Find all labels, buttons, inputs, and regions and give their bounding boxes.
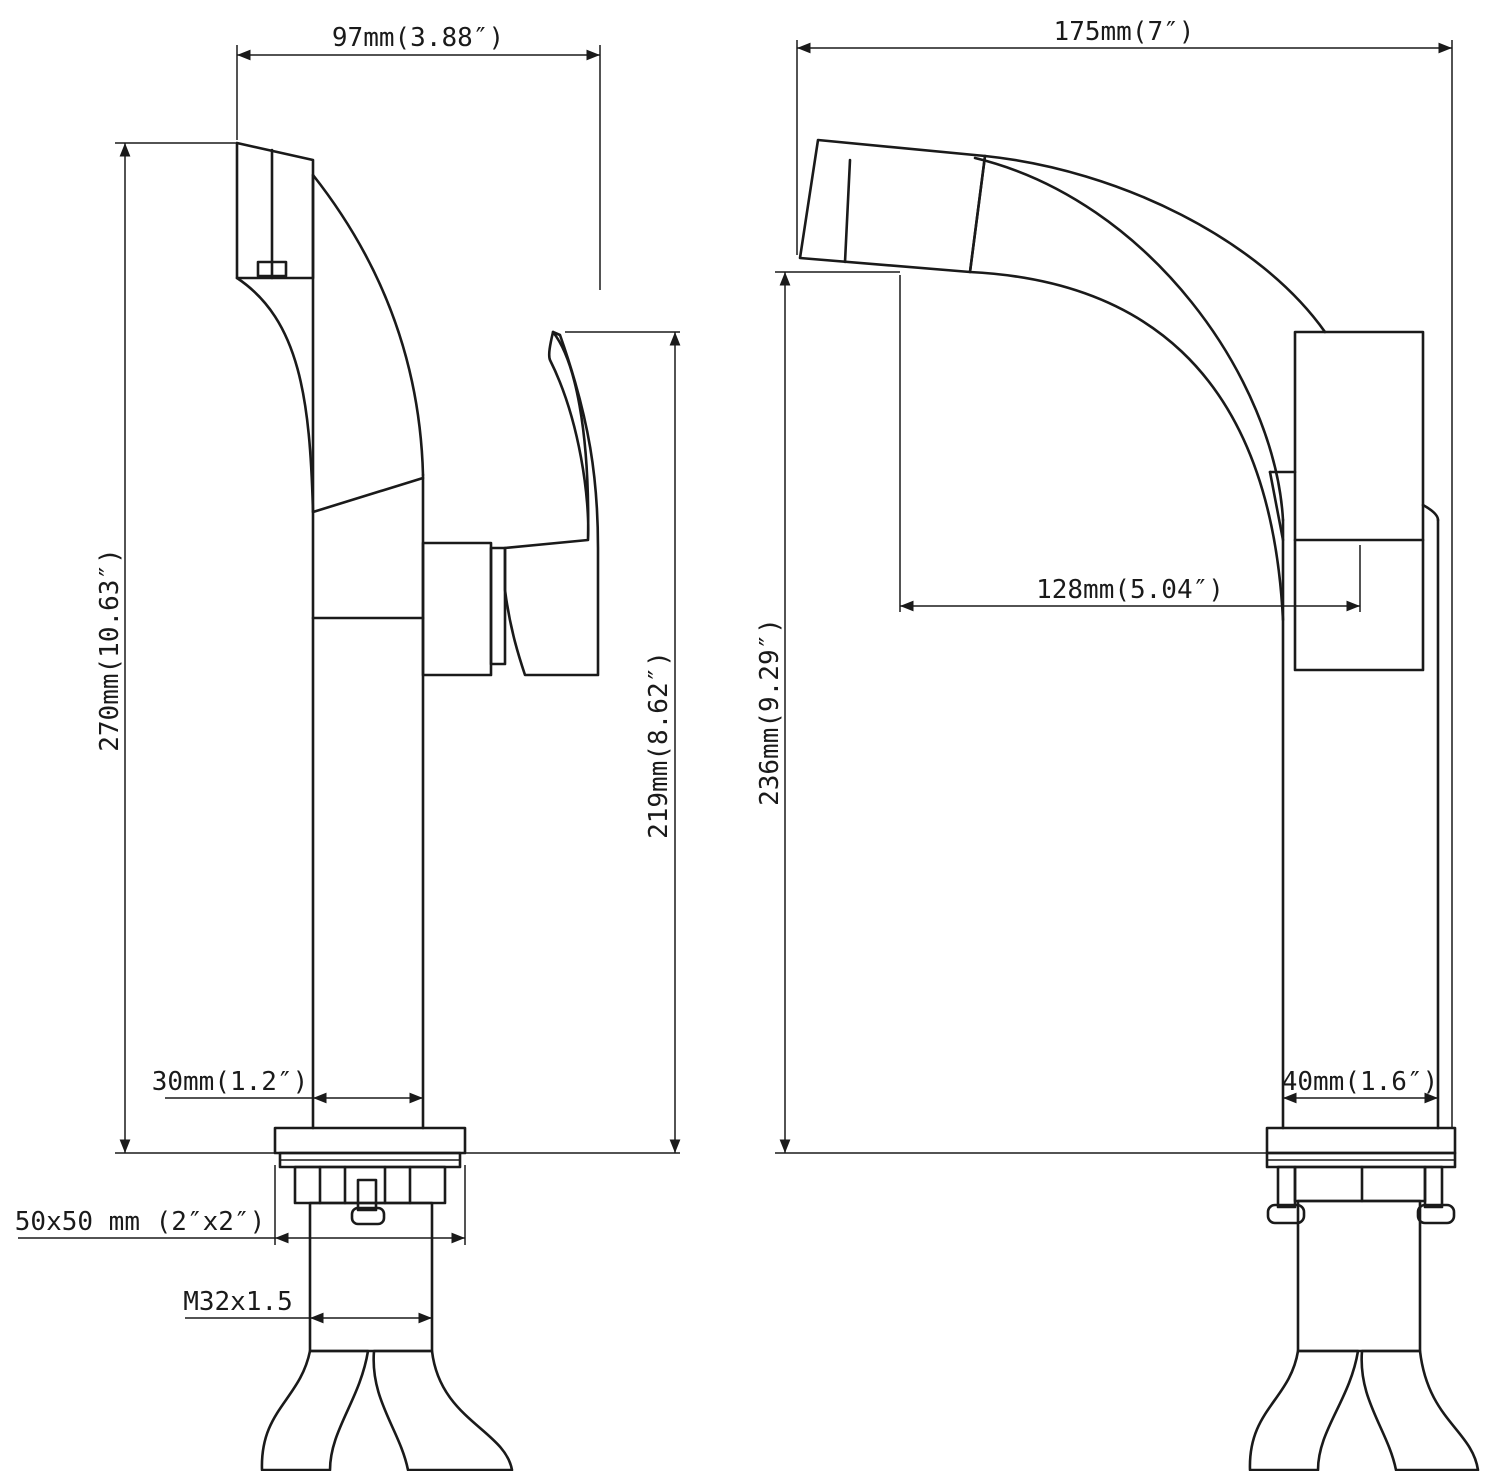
right-view: 175mm(7″) 236mm(9.29″) 128mm(5.04″) 40mm…	[755, 17, 1480, 1471]
dim-left-width: 97mm(3.88″)	[236, 23, 601, 290]
dim-left-width-label: 97mm(3.88″)	[332, 23, 504, 53]
dim-spout-height: 236mm(9.29″)	[755, 271, 1267, 1154]
dim-handle-height-label: 219mm(8.62″)	[644, 651, 674, 839]
dim-right-width: 175mm(7″)	[796, 17, 1453, 1128]
dim-left-body-width: 30mm(1.2″)	[152, 1067, 423, 1104]
right-faucet-body	[798, 138, 1480, 1471]
left-view: 97mm(3.88″) 270mm(10.63″) 219mm(8.62″) 3…	[15, 23, 681, 1471]
dim-left-body-width-label: 30mm(1.2″)	[152, 1067, 309, 1097]
dim-handle-height: 219mm(8.62″)	[465, 331, 681, 1154]
dim-thread: M32x1.5	[183, 1287, 432, 1324]
left-faucet-body	[235, 141, 600, 1471]
dim-right-body-width-label: 40mm(1.6″)	[1282, 1067, 1439, 1097]
dim-left-height-label: 270mm(10.63″)	[95, 548, 125, 752]
dim-spout-reach-label: 128mm(5.04″)	[1036, 575, 1224, 605]
dim-base-size-label: 50x50 mm (2″x2″)	[15, 1207, 265, 1237]
dim-thread-label: M32x1.5	[183, 1287, 293, 1317]
dim-right-width-label: 175mm(7″)	[1054, 17, 1195, 47]
dim-spout-height-label: 236mm(9.29″)	[755, 618, 785, 806]
dim-left-height: 270mm(10.63″)	[95, 142, 275, 1154]
dim-spout-reach: 128mm(5.04″)	[899, 275, 1361, 612]
dim-right-body-width: 40mm(1.6″)	[1282, 1067, 1439, 1104]
dim-base-size: 50x50 mm (2″x2″)	[15, 1165, 466, 1245]
